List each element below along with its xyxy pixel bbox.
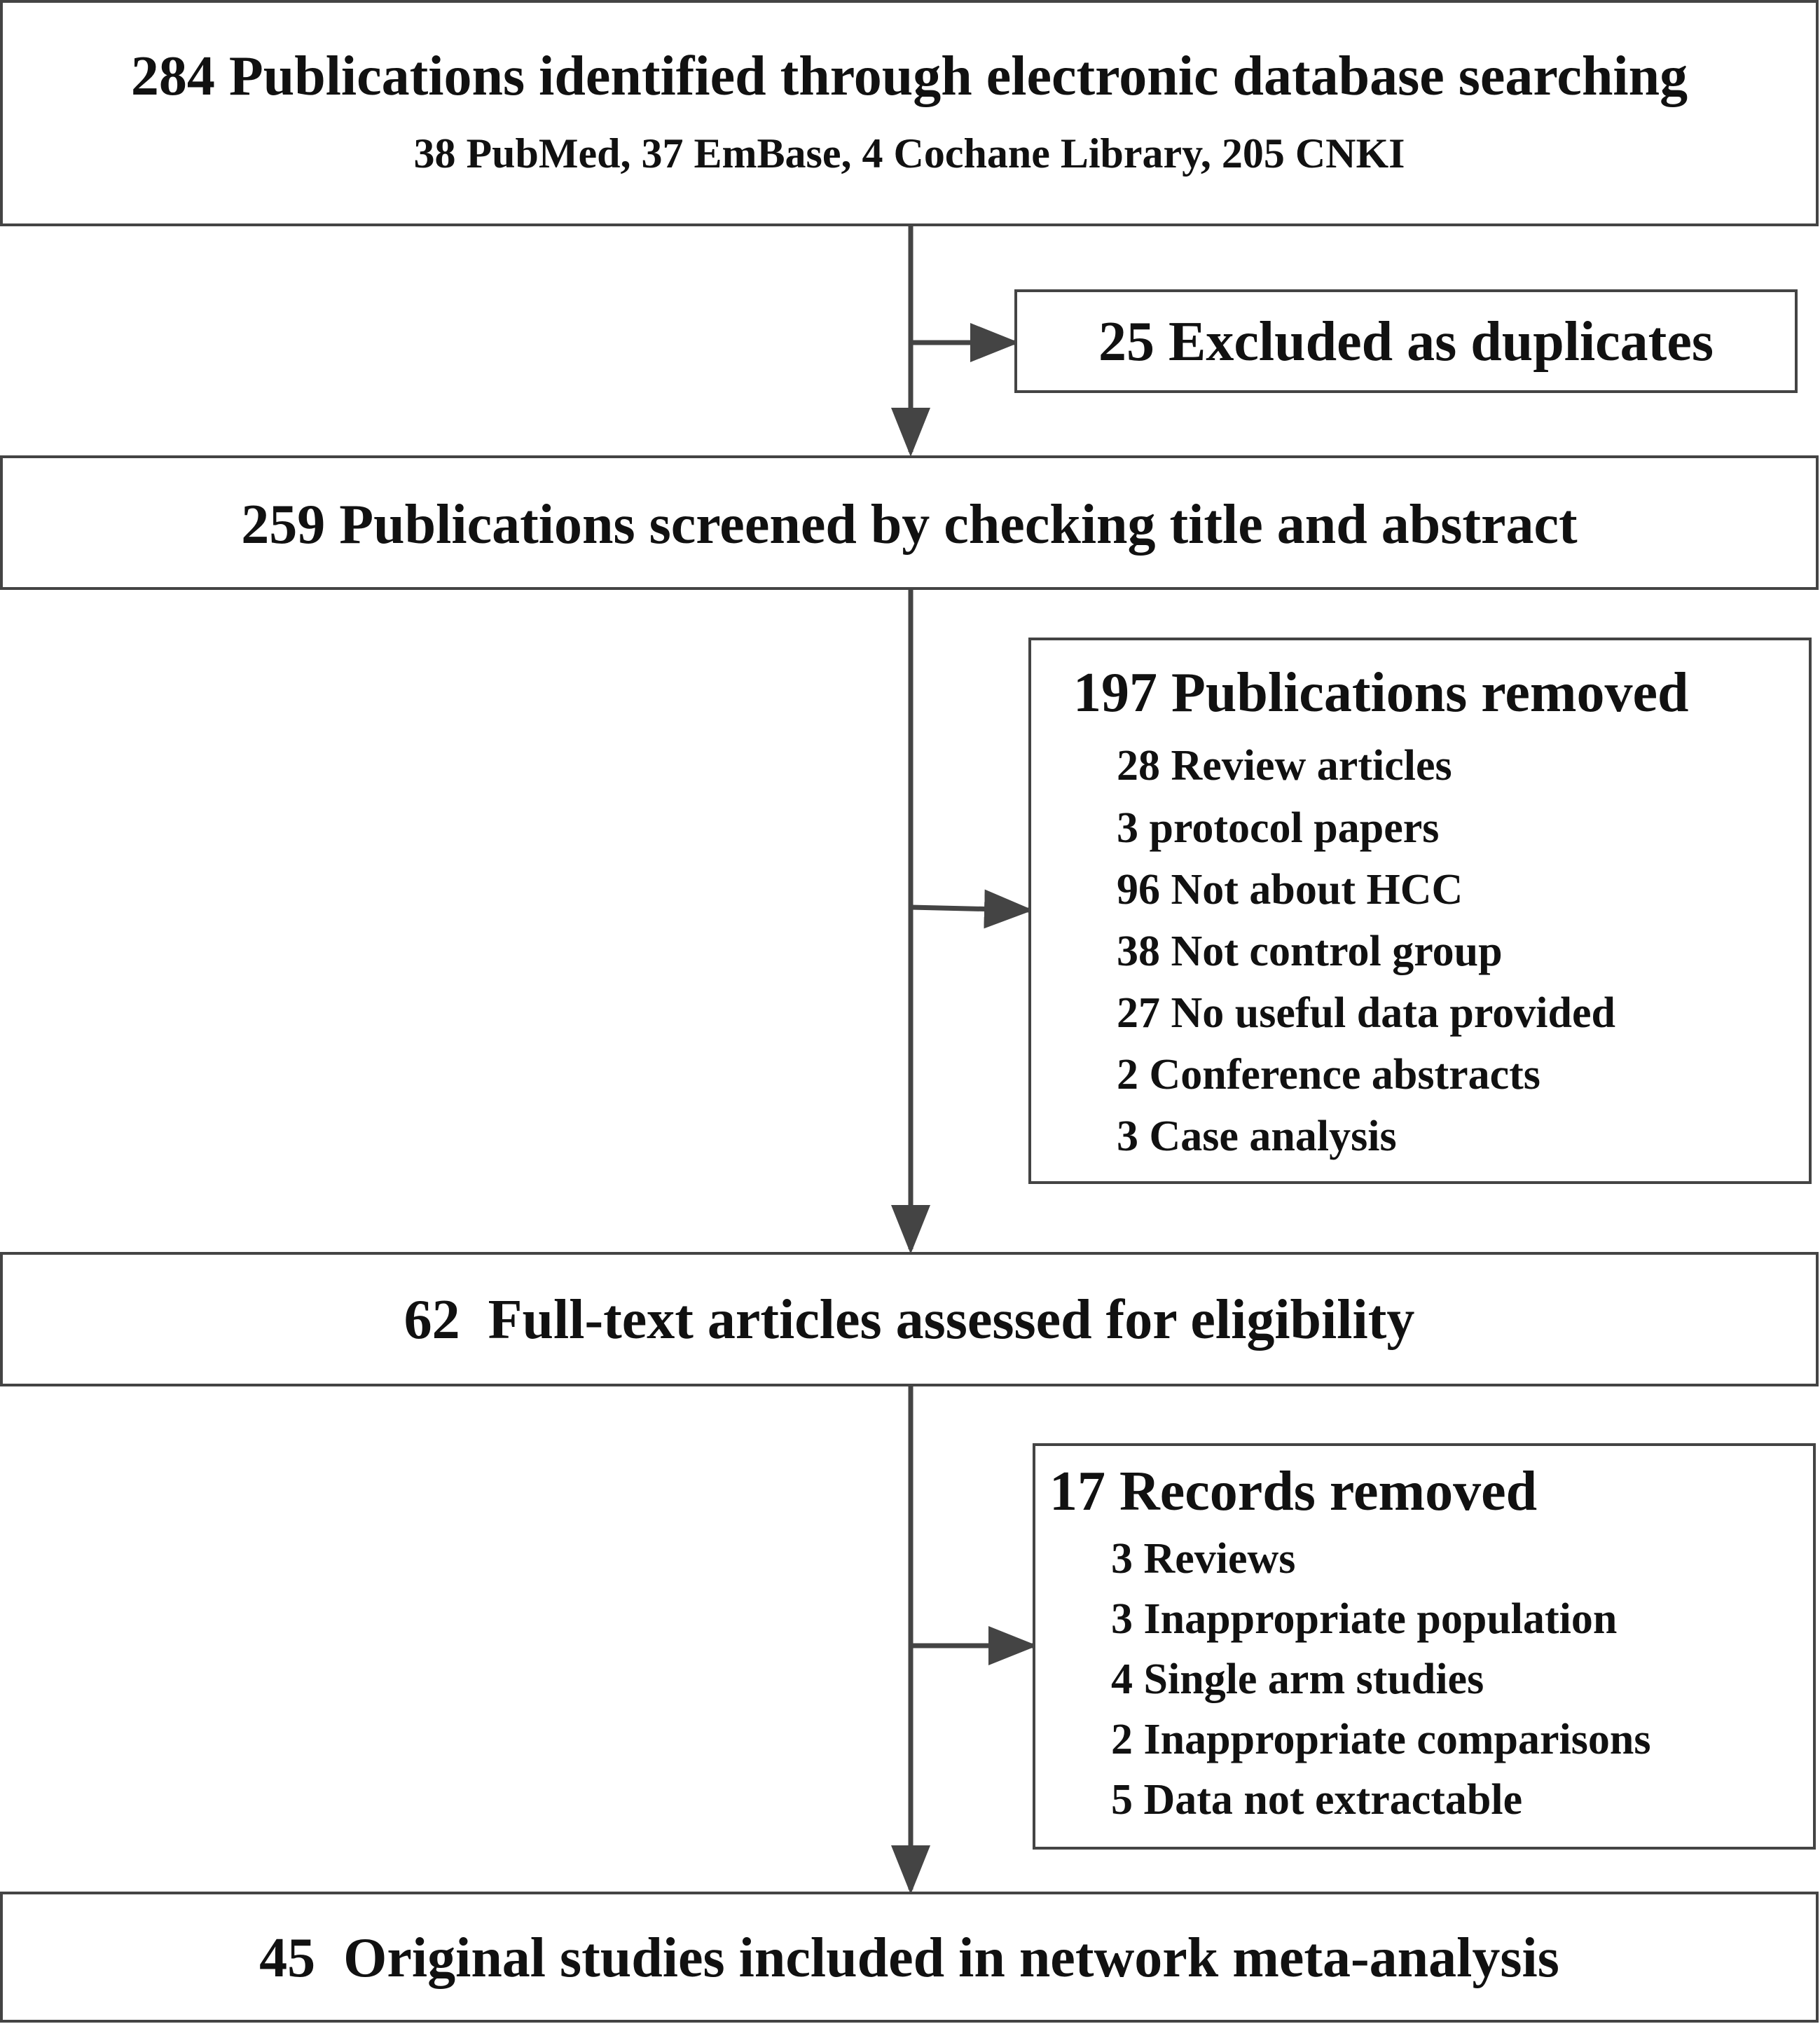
- removed-fulltext-title: 17 Records removed: [1049, 1461, 1538, 1522]
- removed-screening-item: 3 protocol papers: [1117, 804, 1440, 852]
- duplicates-title: 25 Excluded as duplicates: [1098, 311, 1714, 373]
- screened-box: 259 Publications screened by checking ti…: [0, 455, 1819, 590]
- removed-screening-box: 197 Publications removed 28 Review artic…: [1028, 638, 1812, 1184]
- removed-fulltext-item: 2 Inappropriate comparisons: [1111, 1716, 1651, 1763]
- fulltext-title: 62 Full-text articles assessed for eligi…: [404, 1289, 1415, 1351]
- identified-subtitle: 38 PubMed, 37 EmBase, 4 Cochane Library,…: [413, 130, 1405, 177]
- removed-fulltext-box: 17 Records removed 3 Reviews 3 Inappropr…: [1033, 1443, 1816, 1850]
- removed-screening-item: 2 Conference abstracts: [1117, 1051, 1540, 1099]
- identified-box: 284 Publications identified through elec…: [0, 0, 1819, 226]
- fulltext-box: 62 Full-text articles assessed for eligi…: [0, 1252, 1819, 1386]
- duplicates-box: 25 Excluded as duplicates: [1014, 289, 1798, 393]
- screened-title: 259 Publications screened by checking ti…: [241, 494, 1578, 556]
- removed-screening-item: 38 Not control group: [1117, 928, 1503, 975]
- removed-fulltext-item: 3 Inappropriate population: [1111, 1595, 1618, 1643]
- removed-screening-item: 28 Review articles: [1117, 742, 1452, 790]
- removed-screening-item: 3 Case analysis: [1117, 1113, 1397, 1160]
- removed-screening-item: 96 Not about HCC: [1117, 866, 1463, 914]
- removed-fulltext-item: 4 Single arm studies: [1111, 1655, 1484, 1703]
- removed-fulltext-item: 3 Reviews: [1111, 1535, 1296, 1583]
- included-title: 45 Original studies included in network …: [259, 1927, 1559, 1989]
- included-box: 45 Original studies included in network …: [0, 1892, 1819, 2023]
- identified-title: 284 Publications identified through elec…: [130, 46, 1688, 107]
- arrow-to-removed-screening: [910, 889, 1033, 929]
- removed-screening-item: 27 No useful data provided: [1117, 989, 1615, 1037]
- removed-fulltext-item: 5 Data not extractable: [1111, 1776, 1523, 1824]
- removed-screening-title: 197 Publications removed: [1073, 662, 1689, 724]
